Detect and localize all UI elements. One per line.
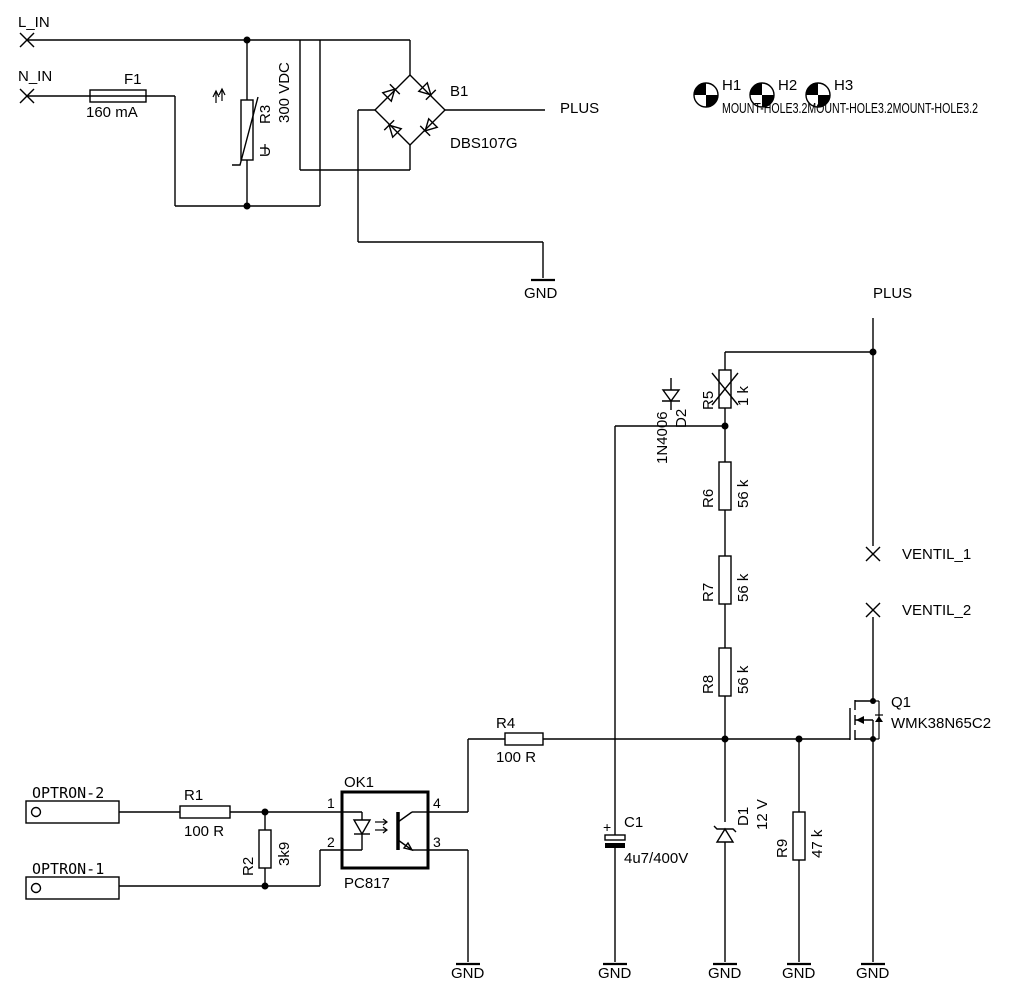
output-section: VENTIL_1 VENTIL_2 Q1	[849, 546, 991, 982]
ok1-ref: OK1	[344, 774, 374, 791]
n-in-label: N_IN	[18, 68, 52, 85]
mount-hole-h3-icon	[805, 82, 831, 108]
ok1-pin-3: 3	[433, 834, 441, 850]
r9-ref: R9	[774, 839, 791, 858]
r3-value: 300 VDC	[276, 62, 293, 123]
r2-ref: R2	[240, 857, 257, 876]
diode-d2: D2 1N4006	[654, 378, 690, 464]
zener-diode-d1: D1 12 V	[713, 739, 771, 962]
r4-ref: R4	[496, 715, 515, 732]
resistor-r1: R1 100 R	[179, 787, 231, 840]
c1-ref: C1	[624, 814, 643, 831]
mount-hole-h1-icon	[693, 82, 719, 108]
resistor-r8: R8 56 k	[700, 647, 752, 697]
plus-top-label: PLUS	[560, 100, 599, 117]
ventil-1-label: VENTIL_1	[902, 546, 971, 563]
varistor-r3: R3 300 VDC U	[212, 40, 293, 206]
mosfet-q1: Q1 WMK38N65C2	[849, 694, 991, 742]
resistor-r9: R9 47 k	[774, 739, 826, 962]
optron-1-label: OPTRON-1	[32, 860, 104, 878]
gnd-label-d1: GND	[708, 965, 742, 982]
q1-ref: Q1	[891, 694, 911, 711]
r9-value: 47 k	[809, 829, 826, 858]
r2-value: 3k9	[276, 842, 293, 866]
d2-value: 1N4006	[654, 411, 671, 464]
capacitor-c1: + C1 4u7/400V	[603, 814, 688, 962]
d1-value: 12 V	[754, 799, 771, 830]
ok1-pin-4: 4	[433, 795, 441, 811]
r1-value: 100 R	[184, 823, 224, 840]
r8-ref: R8	[700, 675, 717, 694]
gnd-label-ok1: GND	[451, 965, 485, 982]
ok1-value: PC817	[344, 875, 390, 892]
r1-ref: R1	[184, 787, 203, 804]
mounting-holes: H1 H2 H3 MOUNT-HOLE3.2MOUNT-HOLE3.2MOUNT…	[693, 77, 978, 117]
divider-chain: PLUS R5 1 k D2 1N4006	[614, 285, 912, 825]
r5-ref: R5	[700, 391, 717, 410]
l-in-terminal: L_IN	[18, 14, 50, 48]
q1-value: WMK38N65C2	[891, 715, 991, 732]
r6-ref: R6	[700, 489, 717, 508]
h2-ref: H2	[778, 77, 797, 94]
gnd-label-r9: GND	[782, 965, 816, 982]
gate-net: R4 100 R D1 12 V GND R9 47 k GND	[468, 715, 850, 982]
r4-value: 100 R	[496, 749, 536, 766]
r7-value: 56 k	[735, 573, 752, 602]
l-in-label: L_IN	[18, 14, 50, 31]
optocoupler-ok1: OK1 PC817 1 2 3 4	[327, 774, 441, 892]
connector-optron-2: OPTRON-2	[25, 784, 120, 824]
ventil-2-label: VENTIL_2	[902, 602, 971, 619]
plus-right-label: PLUS	[873, 285, 912, 302]
r6-value: 56 k	[735, 479, 752, 508]
ok1-pin-2: 2	[327, 834, 335, 850]
resistor-r7: R7 56 k	[700, 555, 752, 605]
gnd-label-c1: GND	[598, 965, 632, 982]
c1-polarity: +	[603, 819, 611, 835]
resistor-r5: R5 1 k	[700, 352, 752, 426]
resistor-r2: R2 3k9	[240, 812, 293, 886]
r5-value: 1 k	[735, 385, 752, 406]
c1-value: 4u7/400V	[624, 850, 688, 867]
h1-ref: H1	[722, 77, 741, 94]
optocoupler-section: OPTRON-2 OPTRON-1 R1 100 R R2 3k9	[25, 739, 485, 982]
b1-ref: B1	[450, 83, 468, 100]
optron-2-label: OPTRON-2	[32, 784, 104, 802]
ventil-2-terminal: VENTIL_2	[865, 602, 971, 619]
gnd-label-bridge: GND	[524, 285, 558, 302]
ok1-pin-1: 1	[327, 795, 335, 811]
mount-hole-values: MOUNT-HOLE3.2MOUNT-HOLE3.2MOUNT-HOLE3.2	[722, 100, 978, 117]
bridge-rectifier-b1: B1 DBS107G	[374, 40, 518, 170]
mount-hole-h2-icon	[749, 82, 775, 108]
h3-ref: H3	[834, 77, 853, 94]
n-in-terminal: N_IN	[18, 68, 52, 104]
connector-optron-1: OPTRON-1	[25, 860, 120, 900]
r7-ref: R7	[700, 583, 717, 602]
fuse-f1: F1 160 mA	[86, 71, 147, 121]
r3-ref: R3	[257, 105, 274, 124]
d1-ref: D1	[735, 807, 752, 826]
resistor-r6: R6 56 k	[700, 461, 752, 511]
gnd-label-q1: GND	[856, 965, 890, 982]
f1-ref: F1	[124, 71, 142, 88]
d2-ref: D2	[673, 409, 690, 428]
mains-input-section: L_IN N_IN F1 160 mA	[18, 14, 599, 302]
b1-value: DBS107G	[450, 135, 518, 152]
r8-value: 56 k	[735, 665, 752, 694]
f1-value: 160 mA	[86, 104, 138, 121]
resistor-r4: R4 100 R	[496, 715, 544, 766]
ventil-1-terminal: VENTIL_1	[865, 546, 971, 563]
